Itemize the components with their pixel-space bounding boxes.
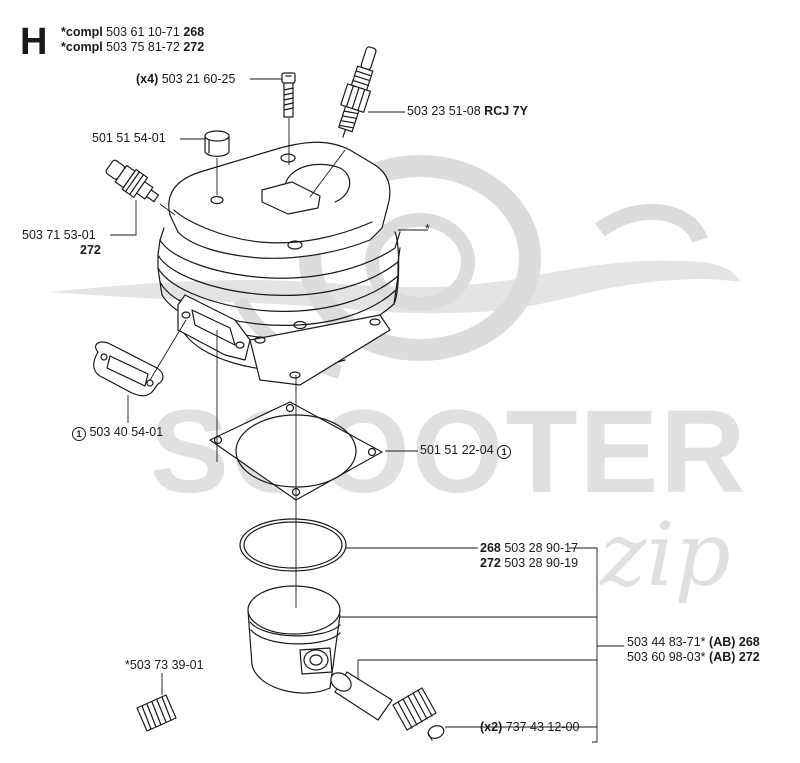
circlip-qty: (x2) [480, 720, 503, 734]
header-line-1-model: 268 [183, 25, 205, 39]
watermark-script: zip [599, 503, 731, 606]
needle-bearing-small-number: *503 73 39-01 [125, 658, 204, 672]
spark-plug [338, 46, 377, 138]
header-line-2-prefix: *compl [61, 40, 103, 54]
piston-kit-2-code: (AB) [709, 650, 736, 664]
piston-kit-1-model: 268 [738, 635, 760, 649]
needle-bearing-small [136, 694, 177, 732]
decompression-valve [105, 159, 160, 203]
header-line-2-model: 272 [183, 40, 205, 54]
piston-kit-1-code: (AB) [709, 635, 736, 649]
circlip [427, 725, 445, 741]
label-piston-kit-1: 503 44 83-71* (AB) 268 [627, 635, 760, 650]
leader-lines [110, 78, 624, 743]
piston-ring [239, 518, 347, 572]
header-line-1: *compl 503 61 10-71 268 [61, 25, 204, 40]
piston-kit-1-number: 503 44 83-71* [627, 635, 706, 649]
screw-qty: (x4) [136, 72, 159, 86]
label-base-gasket: 501 51 22-04 1 [420, 443, 512, 459]
label-plug-cap: 501 51 54-01 [92, 131, 166, 146]
piston-ring-1-model: 268 [480, 541, 501, 555]
plug-cap-number: 501 51 54-01 [92, 131, 166, 145]
decomp-valve-model: 272 [80, 243, 101, 257]
base-gasket-symbol: 1 [497, 445, 512, 459]
piston-pin [330, 671, 393, 721]
header-line-2-number: 503 75 81-72 [106, 40, 180, 54]
circlip-number: 737 43 12-00 [505, 720, 580, 734]
exhaust-gasket-symbol: 1 [72, 427, 86, 441]
header-line-1-number: 503 61 10-71 [106, 25, 180, 39]
header-line-1-prefix: *compl [61, 25, 103, 39]
label-exhaust-gasket: 1 503 40 54-01 [72, 425, 163, 441]
plug-cap [204, 130, 230, 157]
section-letter: H [20, 21, 48, 63]
piston-kit-2-number: 503 60 98-03* [627, 650, 706, 664]
label-piston-ring-2: 272 503 28 90-19 [480, 556, 578, 571]
label-screw: (x4) 503 21 60-25 [136, 72, 235, 87]
exhaust-gasket-number: 503 40 54-01 [89, 425, 164, 439]
piston-kit-2-model: 272 [738, 650, 760, 664]
spark-plug-type: RCJ 7Y [484, 104, 528, 118]
exhaust-gasket [93, 341, 164, 397]
cylinder-screw [281, 72, 296, 118]
label-cylinder-mark: * [425, 222, 430, 236]
label-needle-bearing-small: *503 73 39-01 [125, 658, 204, 673]
spark-plug-number: 503 23 51-08 [407, 104, 481, 118]
header-line-2: *compl 503 75 81-72 272 [61, 40, 204, 55]
piston-ring-2-number: 503 28 90-19 [504, 556, 579, 570]
decomp-valve-number: 503 71 53-01 [22, 228, 96, 242]
piston-ring-1-number: 503 28 90-17 [504, 541, 579, 555]
label-piston-ring-1: 268 503 28 90-17 [480, 541, 578, 556]
piston-ring-2-model: 272 [480, 556, 501, 570]
needle-bearing-large [392, 687, 437, 731]
label-decompression-valve: 503 71 53-01 [22, 228, 96, 243]
label-circlip: (x2) 737 43 12-00 [480, 720, 579, 735]
screw-number: 503 21 60-25 [161, 72, 236, 86]
base-gasket-number: 501 51 22-04 [420, 443, 494, 457]
cylinder [157, 141, 401, 386]
label-spark-plug: 503 23 51-08 RCJ 7Y [407, 104, 528, 119]
piston [247, 585, 341, 694]
label-piston-kit-2: 503 60 98-03* (AB) 272 [627, 650, 760, 665]
watermark-logo [50, 155, 740, 379]
